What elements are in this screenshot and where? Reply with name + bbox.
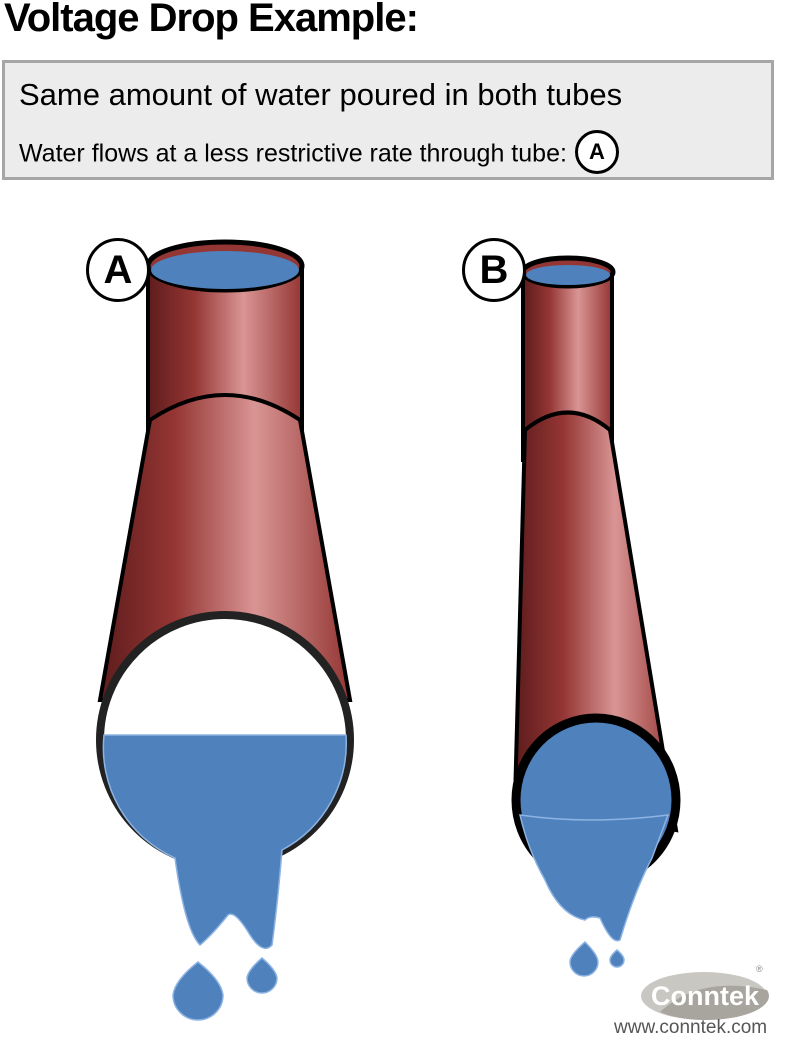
conntek-logo-shape [641,972,770,1021]
info-box: Same amount of water poured in both tube… [2,60,774,180]
tube-a-lower-body [97,393,353,702]
tube-a [96,239,354,1021]
website-url: www.conntek.com [614,1017,768,1038]
tube-b-label: B [462,238,526,302]
tube-b-water-pour [519,814,670,942]
tube-a-label: A [86,238,150,302]
info-line-same-water: Same amount of water poured in both tube… [19,77,623,112]
conntek-logo: Conntek [642,972,768,1020]
tube-b-drop-small [609,949,625,968]
page-title: Voltage Drop Example: [4,0,419,40]
info-line-flow-rate: Water flows at a less restrictive rate t… [19,130,619,177]
tube-a-top-water [151,251,299,289]
logo-text: Conntek [651,980,759,1011]
tube-a-drop-large [172,961,224,1021]
tube-b-top-water [526,265,610,285]
registered-mark: ® [756,964,763,974]
tube-b-drop-large [569,940,599,977]
tube-b [511,255,681,977]
info-line-flow-text: Water flows at a less restrictive rate t… [19,139,567,168]
answer-badge: A [574,130,619,174]
tube-a-drop-small [246,957,278,994]
tube-a-water [102,734,348,950]
